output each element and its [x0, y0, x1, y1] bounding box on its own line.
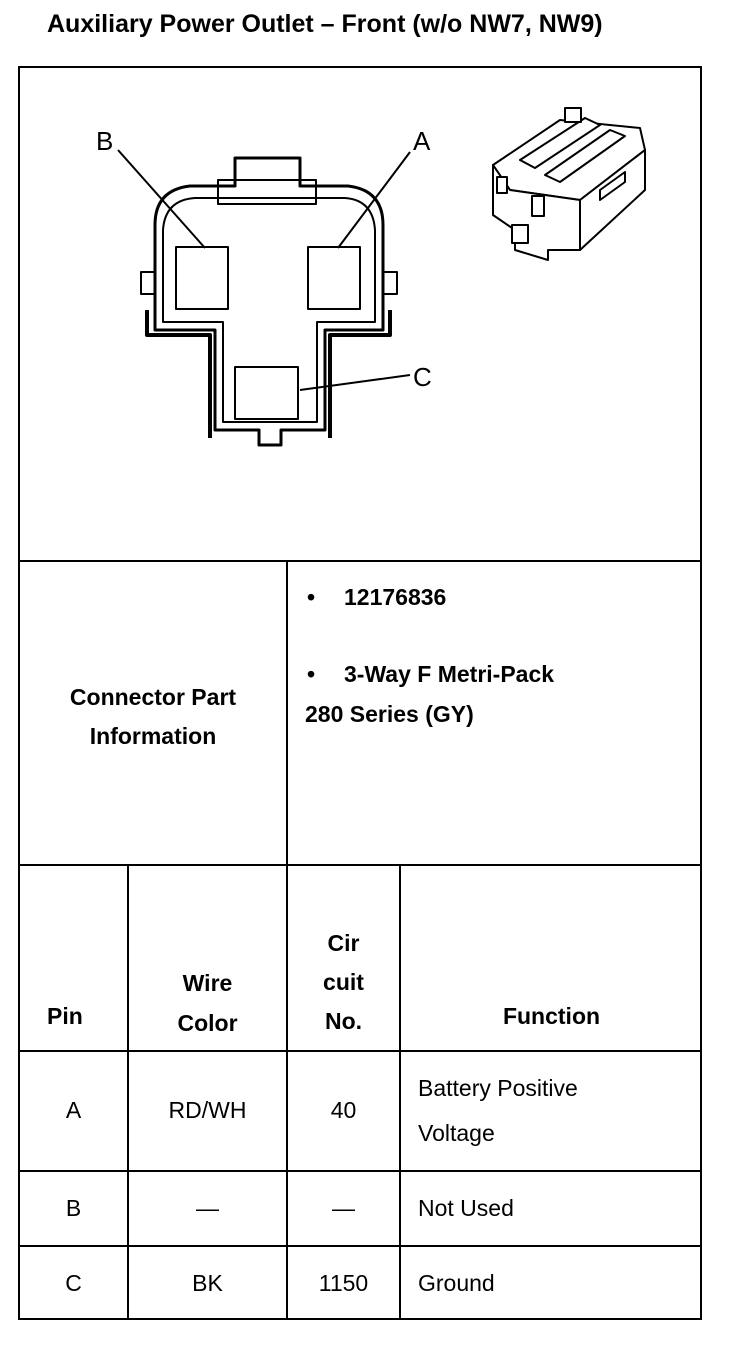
connector-isometric-icon	[492, 107, 646, 261]
connector-face-diagram: B A C	[96, 126, 432, 447]
row-c-wire-color: BK	[192, 1270, 223, 1296]
row-b-pin: B	[65, 1195, 82, 1221]
header-circuit-line3: No.	[324, 1008, 363, 1034]
row-c-circuit: 1150	[318, 1270, 369, 1296]
header-circuit-line1: Cir	[327, 930, 360, 956]
row-a-pin: A	[65, 1097, 82, 1123]
row-b-circuit: —	[332, 1195, 355, 1221]
row-a-function-line1: Battery Positive	[418, 1075, 578, 1101]
header-circuit-line2: cuit	[323, 969, 364, 995]
divider-col-pin	[127, 864, 129, 1320]
row-a-circuit: 40	[330, 1097, 357, 1123]
connector-info-label-line1: Connector Part	[69, 684, 237, 710]
row-a-function-line2: Voltage	[418, 1120, 495, 1146]
header-wire-color: Wire Color	[129, 963, 286, 1043]
bullet-marker-1: •	[307, 584, 316, 610]
row-b-function: Not Used	[418, 1195, 514, 1221]
header-function: Function	[502, 1003, 601, 1029]
page-title: Auxiliary Power Outlet – Front (w/o NW7,…	[47, 10, 603, 38]
divider-diagram	[18, 560, 702, 562]
pin-label-b: B	[96, 126, 113, 156]
connector-description: 3-Way F Metri-Pack	[344, 661, 555, 687]
header-pin: Pin	[47, 1003, 83, 1029]
connector-sheet	[18, 66, 702, 1320]
row-c-function: Ground	[418, 1270, 495, 1296]
divider-info	[18, 864, 702, 866]
pin-label-c: C	[413, 362, 432, 392]
divider-row-a	[18, 1170, 702, 1172]
pin-label-a: A	[413, 126, 431, 156]
divider-row-b	[18, 1245, 702, 1247]
header-wire-color-line2: Color	[177, 1010, 238, 1036]
connector-info-label: Connector Part Information	[20, 678, 286, 756]
row-c-pin: C	[65, 1270, 82, 1296]
header-circuit: Cir cuit No.	[288, 924, 399, 1041]
header-wire-color-line1: Wire	[182, 970, 233, 996]
row-a-wire-color: RD/WH	[168, 1097, 247, 1123]
divider-col-circuit	[399, 864, 401, 1320]
divider-col-info	[286, 560, 288, 1320]
divider-header	[18, 1050, 702, 1052]
row-b-wire-color: —	[196, 1195, 219, 1221]
bullet-marker-2: •	[307, 661, 316, 687]
part-number: 12176836	[344, 584, 447, 610]
connector-series: 280 Series (GY)	[305, 701, 474, 727]
connector-info-label-line2: Information	[89, 723, 217, 749]
